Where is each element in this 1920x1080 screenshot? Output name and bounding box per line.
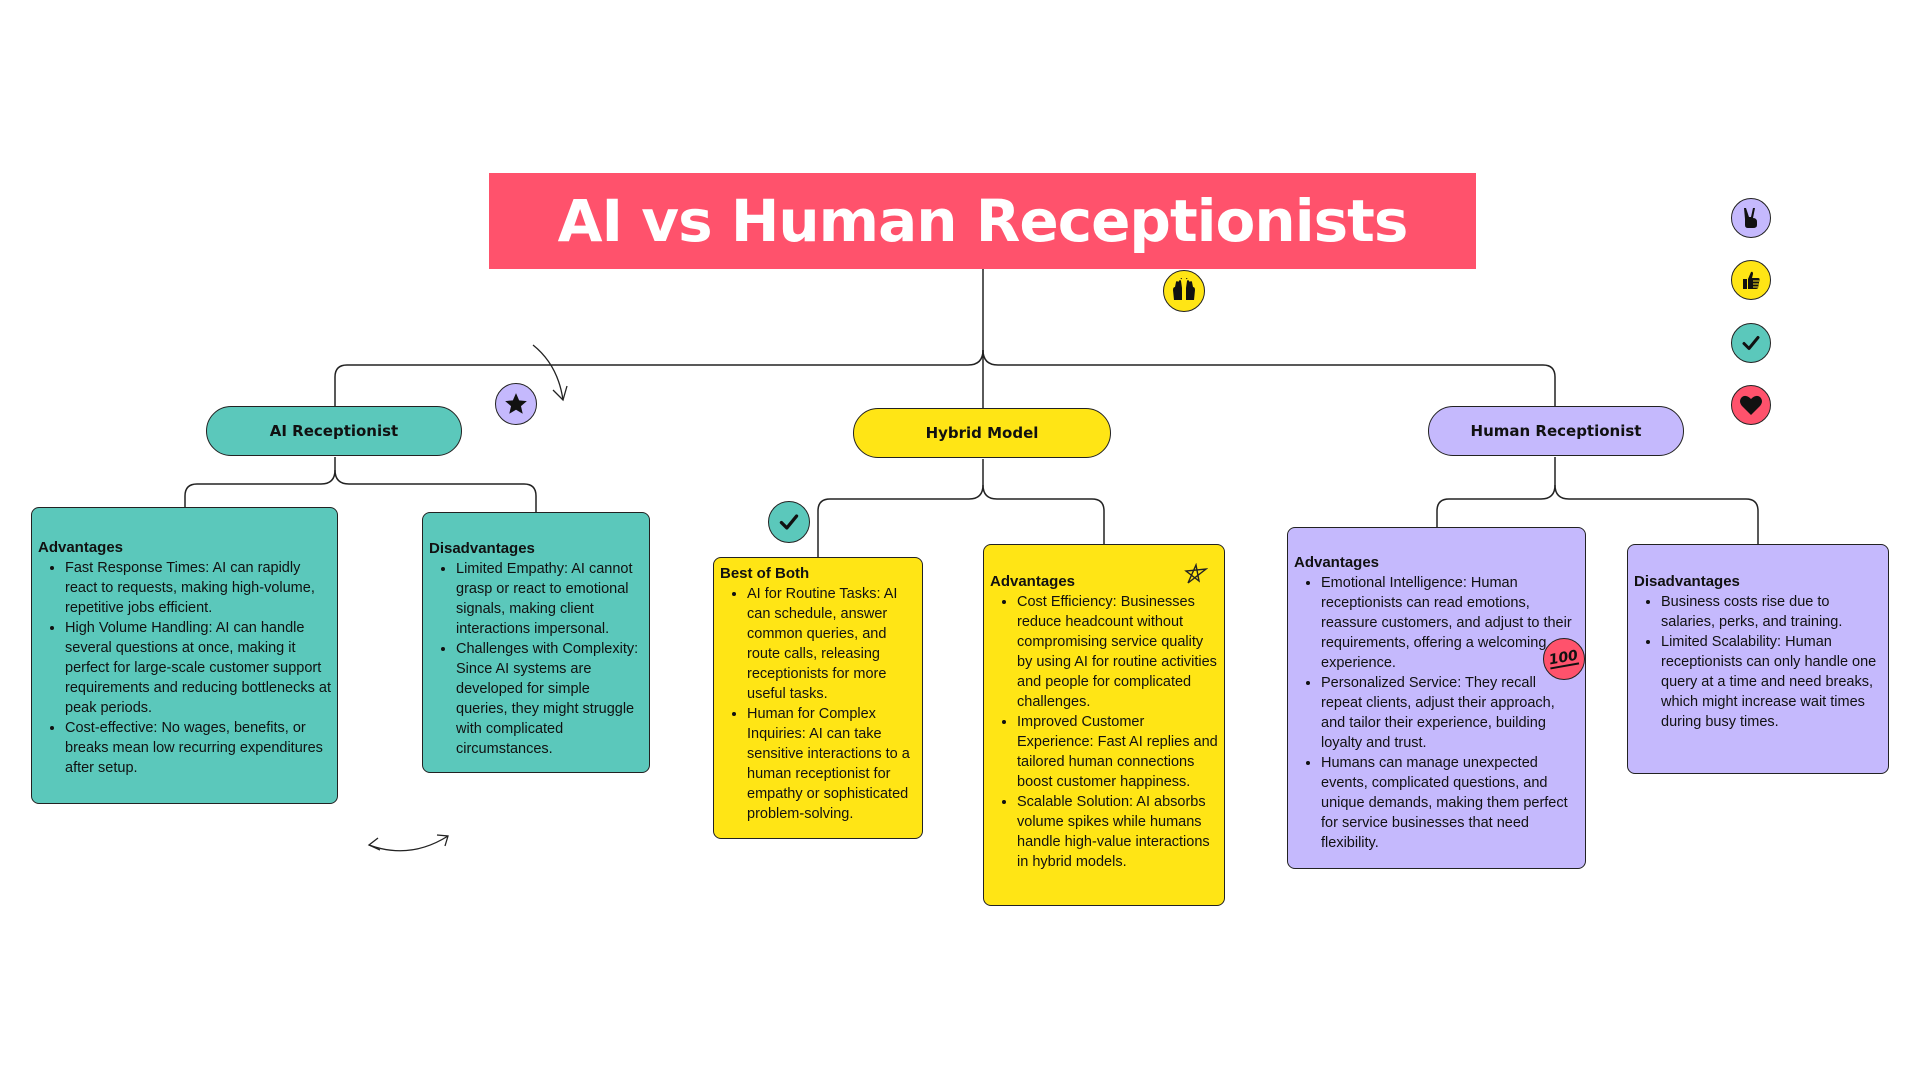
connector-hybrid-children (817, 459, 984, 557)
list-item: Humans can manage unexpected events, com… (1321, 753, 1579, 853)
list-item: Emotional Intelligence: Human receptioni… (1321, 573, 1579, 673)
list-item: AI for Routine Tasks: AI can schedule, a… (747, 584, 916, 704)
card-heading: Disadvantages (1634, 573, 1740, 590)
double-arrow-head-left (367, 837, 381, 851)
card-heading: Advantages (990, 573, 1076, 590)
connector-human-disadv (1554, 484, 1759, 544)
card-heading: Best of Both (720, 565, 810, 582)
connector-to-human (982, 349, 1556, 406)
list-item: Improved Customer Experience: Fast AI re… (1017, 712, 1218, 792)
ai-disadvantages-list: Limited Empathy: AI cannot grasp or reac… (429, 559, 643, 759)
list-item: Challenges with Complexity: Since AI sys… (456, 639, 643, 759)
human-disadvantages-list: Business costs rise due to salaries, per… (1634, 592, 1882, 732)
card-heading: Advantages (38, 539, 124, 556)
hybrid-advantages-card: Advantages Cost Efficiency: Businesses r… (983, 544, 1225, 906)
thumbs-up-icon (1731, 260, 1771, 300)
title-banner: AI vs Human Receptionists (489, 173, 1476, 269)
hybrid-best-of-both-card: Best of Both AI for Routine Tasks: AI ca… (713, 557, 923, 839)
raised-hands-icon (1163, 270, 1205, 312)
list-item: Business costs rise due to salaries, per… (1661, 592, 1882, 632)
list-item: Human for Complex Inquiries: AI can take… (747, 704, 916, 824)
curved-arrow-icon (532, 344, 564, 401)
checkmark-icon (1731, 323, 1771, 363)
double-arrow-icon (368, 835, 449, 852)
page-title: AI vs Human Receptionists (557, 187, 1409, 255)
connector-human-children (1436, 457, 1556, 527)
list-item: Limited Empathy: AI cannot grasp or reac… (456, 559, 643, 639)
peace-hand-icon (1731, 198, 1771, 238)
checkmark-icon (768, 501, 810, 543)
heart-icon (1731, 385, 1771, 425)
list-item: Cost Efficiency: Businesses reduce headc… (1017, 592, 1218, 712)
list-item: Personalized Service: They recall repeat… (1321, 673, 1579, 753)
ai-receptionist-label: AI Receptionist (269, 422, 399, 440)
connector-hybrid-adv (982, 484, 1105, 544)
connector-ai-disadv (334, 469, 537, 512)
ai-advantages-list: Fast Response Times: AI can rapidly reac… (38, 558, 331, 778)
hybrid-model-label: Hybrid Model (925, 424, 1039, 442)
list-item: Scalable Solution: AI absorbs volume spi… (1017, 792, 1218, 872)
human-receptionist-node: Human Receptionist (1428, 406, 1684, 456)
human-receptionist-label: Human Receptionist (1470, 422, 1642, 440)
sketch-star-icon (1184, 563, 1208, 584)
list-item: High Volume Handling: AI can handle seve… (65, 618, 331, 718)
connector-to-ai (334, 349, 984, 406)
human-advantages-card: Advantages Emotional Intelligence: Human… (1287, 527, 1586, 869)
ai-disadvantages-card: Disadvantages Limited Empathy: AI cannot… (422, 512, 650, 773)
hybrid-best-of-both-list: AI for Routine Tasks: AI can schedule, a… (720, 584, 916, 824)
human-disadvantages-card: Disadvantages Business costs rise due to… (1627, 544, 1889, 774)
hundred-points-text: 100 (1548, 647, 1580, 670)
list-item: Limited Scalability: Human receptionists… (1661, 632, 1882, 732)
star-icon (495, 383, 537, 425)
list-item: Fast Response Times: AI can rapidly reac… (65, 558, 331, 618)
list-item: Cost-effective: No wages, benefits, or b… (65, 718, 331, 778)
double-arrow-head-right (436, 834, 449, 847)
curved-arrow-head (552, 385, 568, 402)
ai-receptionist-node: AI Receptionist (206, 406, 462, 456)
hundred-points-icon: 100 (1543, 638, 1585, 680)
hybrid-model-node: Hybrid Model (853, 408, 1111, 458)
human-advantages-list: Emotional Intelligence: Human receptioni… (1294, 573, 1579, 853)
connector-ai-children (184, 457, 336, 507)
card-heading: Advantages (1294, 554, 1380, 571)
card-heading: Disadvantages (429, 540, 535, 557)
hybrid-advantages-list: Cost Efficiency: Businesses reduce headc… (990, 592, 1218, 872)
ai-advantages-card: Advantages Fast Response Times: AI can r… (31, 507, 338, 804)
